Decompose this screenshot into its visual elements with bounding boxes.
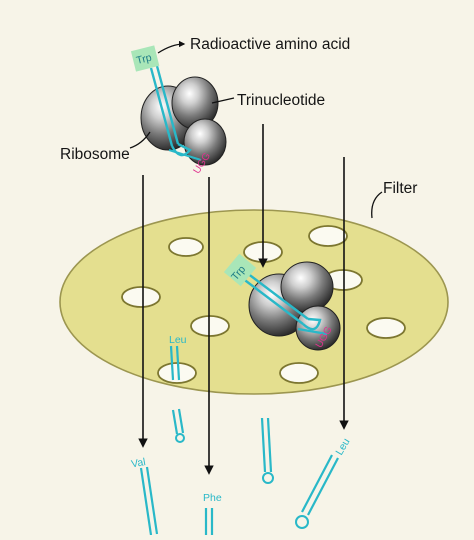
filter-hole (279, 362, 319, 384)
val-label: Val (130, 456, 146, 470)
trna-phe: Phe (203, 492, 222, 535)
radioactive-amino-acid-label: Radioactive amino acid (190, 36, 350, 53)
ribosome-leader (129, 131, 151, 149)
filter-hole (308, 225, 348, 247)
leu-passed-label: Leu (333, 436, 352, 457)
filter-label: Filter (383, 180, 417, 197)
ribosome-complex-filter: Trp UGG (223, 253, 341, 351)
ribosome-complex-top: Trp UGG (130, 45, 227, 176)
trinucleotide-label: Trinucleotide (237, 92, 325, 109)
filter-holes (121, 225, 406, 384)
filter-leader (371, 191, 383, 219)
leu-trna-in-hole: Leu (169, 334, 187, 381)
filter-hole (121, 286, 161, 308)
filter-hole (168, 237, 204, 257)
ribosome-label: Ribosome (60, 146, 130, 163)
filter-hole (190, 315, 230, 337)
trna-val: Val (130, 456, 159, 536)
leu-in-hole-label: Leu (169, 334, 187, 346)
flow-arrows (138, 124, 349, 475)
trna-leu: Leu (295, 436, 353, 529)
filter-hole (366, 317, 406, 339)
phe-label: Phe (203, 492, 222, 504)
filter-hole (157, 362, 197, 384)
trp-top-label: Trp (135, 52, 153, 67)
callout-lines (129, 40, 383, 219)
trna-below-filter (171, 408, 274, 484)
trinucleotide-leader (211, 97, 235, 104)
radioactive-leader (157, 40, 186, 54)
